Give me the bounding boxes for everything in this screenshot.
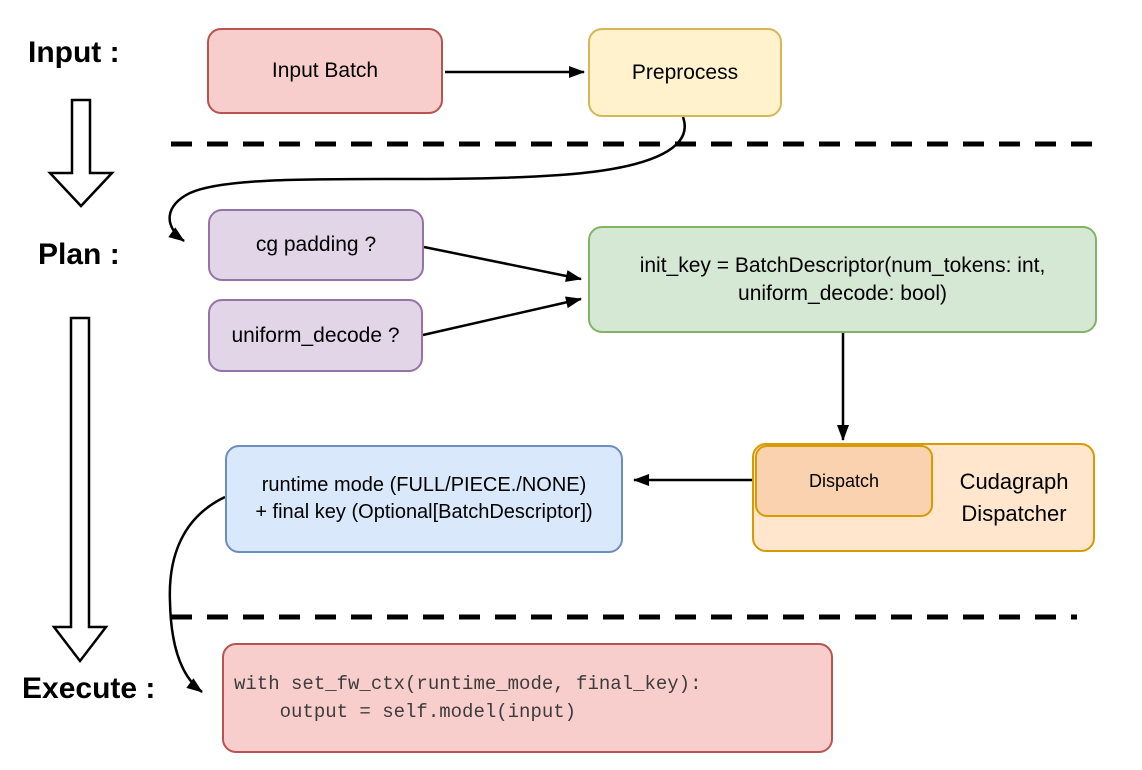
node-preprocess: Preprocess [588,28,782,117]
execute-code-line1: with set_fw_ctx(runtime_mode, final_key)… [234,673,702,695]
node-cg-padding-label: cg padding ? [255,233,377,256]
node-runtime-mode-final-key: runtime mode (FULL/PIECE./NONE) + final … [225,445,623,553]
dispatcher-caption-line2: Dispatcher [961,500,1067,526]
node-preprocess-label: Preprocess [631,60,739,84]
node-input-batch-label: Input Batch [271,59,379,82]
edge-cgpadding-to-initkey [423,245,582,282]
node-execute-code: with set_fw_ctx(runtime_mode, final_key)… [222,643,833,753]
edge-uniformdecode-to-initkey [422,296,582,337]
node-dispatch-label: Dispatch [808,470,880,491]
stage-label-execute: Execute : [22,672,156,705]
edge-preprocess-to-cgpadding [168,116,686,243]
node-uniform-decode-label: uniform_decode ? [231,323,400,347]
node-cg-padding: cg padding ? [208,209,424,281]
stage-arrow-plan-to-execute-icon [51,316,109,664]
node-init-key-line1: init_key = BatchDescriptor(num_tokens: i… [639,253,1046,277]
stage-label-plan: Plan : [38,238,120,271]
node-init-key: init_key = BatchDescriptor(num_tokens: i… [588,226,1097,333]
node-input-batch: Input Batch [207,28,443,114]
dispatcher-caption-line1: Cudagraph [959,468,1069,494]
node-dispatch: Dispatch [755,445,933,517]
stage-label-input: Input : [28,36,120,69]
edge-runtime-to-executecode [168,495,226,694]
node-runtime-line1: runtime mode (FULL/PIECE./NONE) [261,474,587,496]
node-init-key-line2: uniform_decode: bool) [738,281,947,305]
execute-code-line2: output = self.model(input) [234,701,577,723]
node-runtime-line2: + final key (Optional[BatchDescriptor]) [255,501,593,523]
node-cudagraph-dispatcher-caption: Cudagraph Dispatcher [933,443,1095,552]
node-uniform-decode: uniform_decode ? [208,299,423,372]
stage-arrow-input-to-plan-icon [47,98,115,208]
